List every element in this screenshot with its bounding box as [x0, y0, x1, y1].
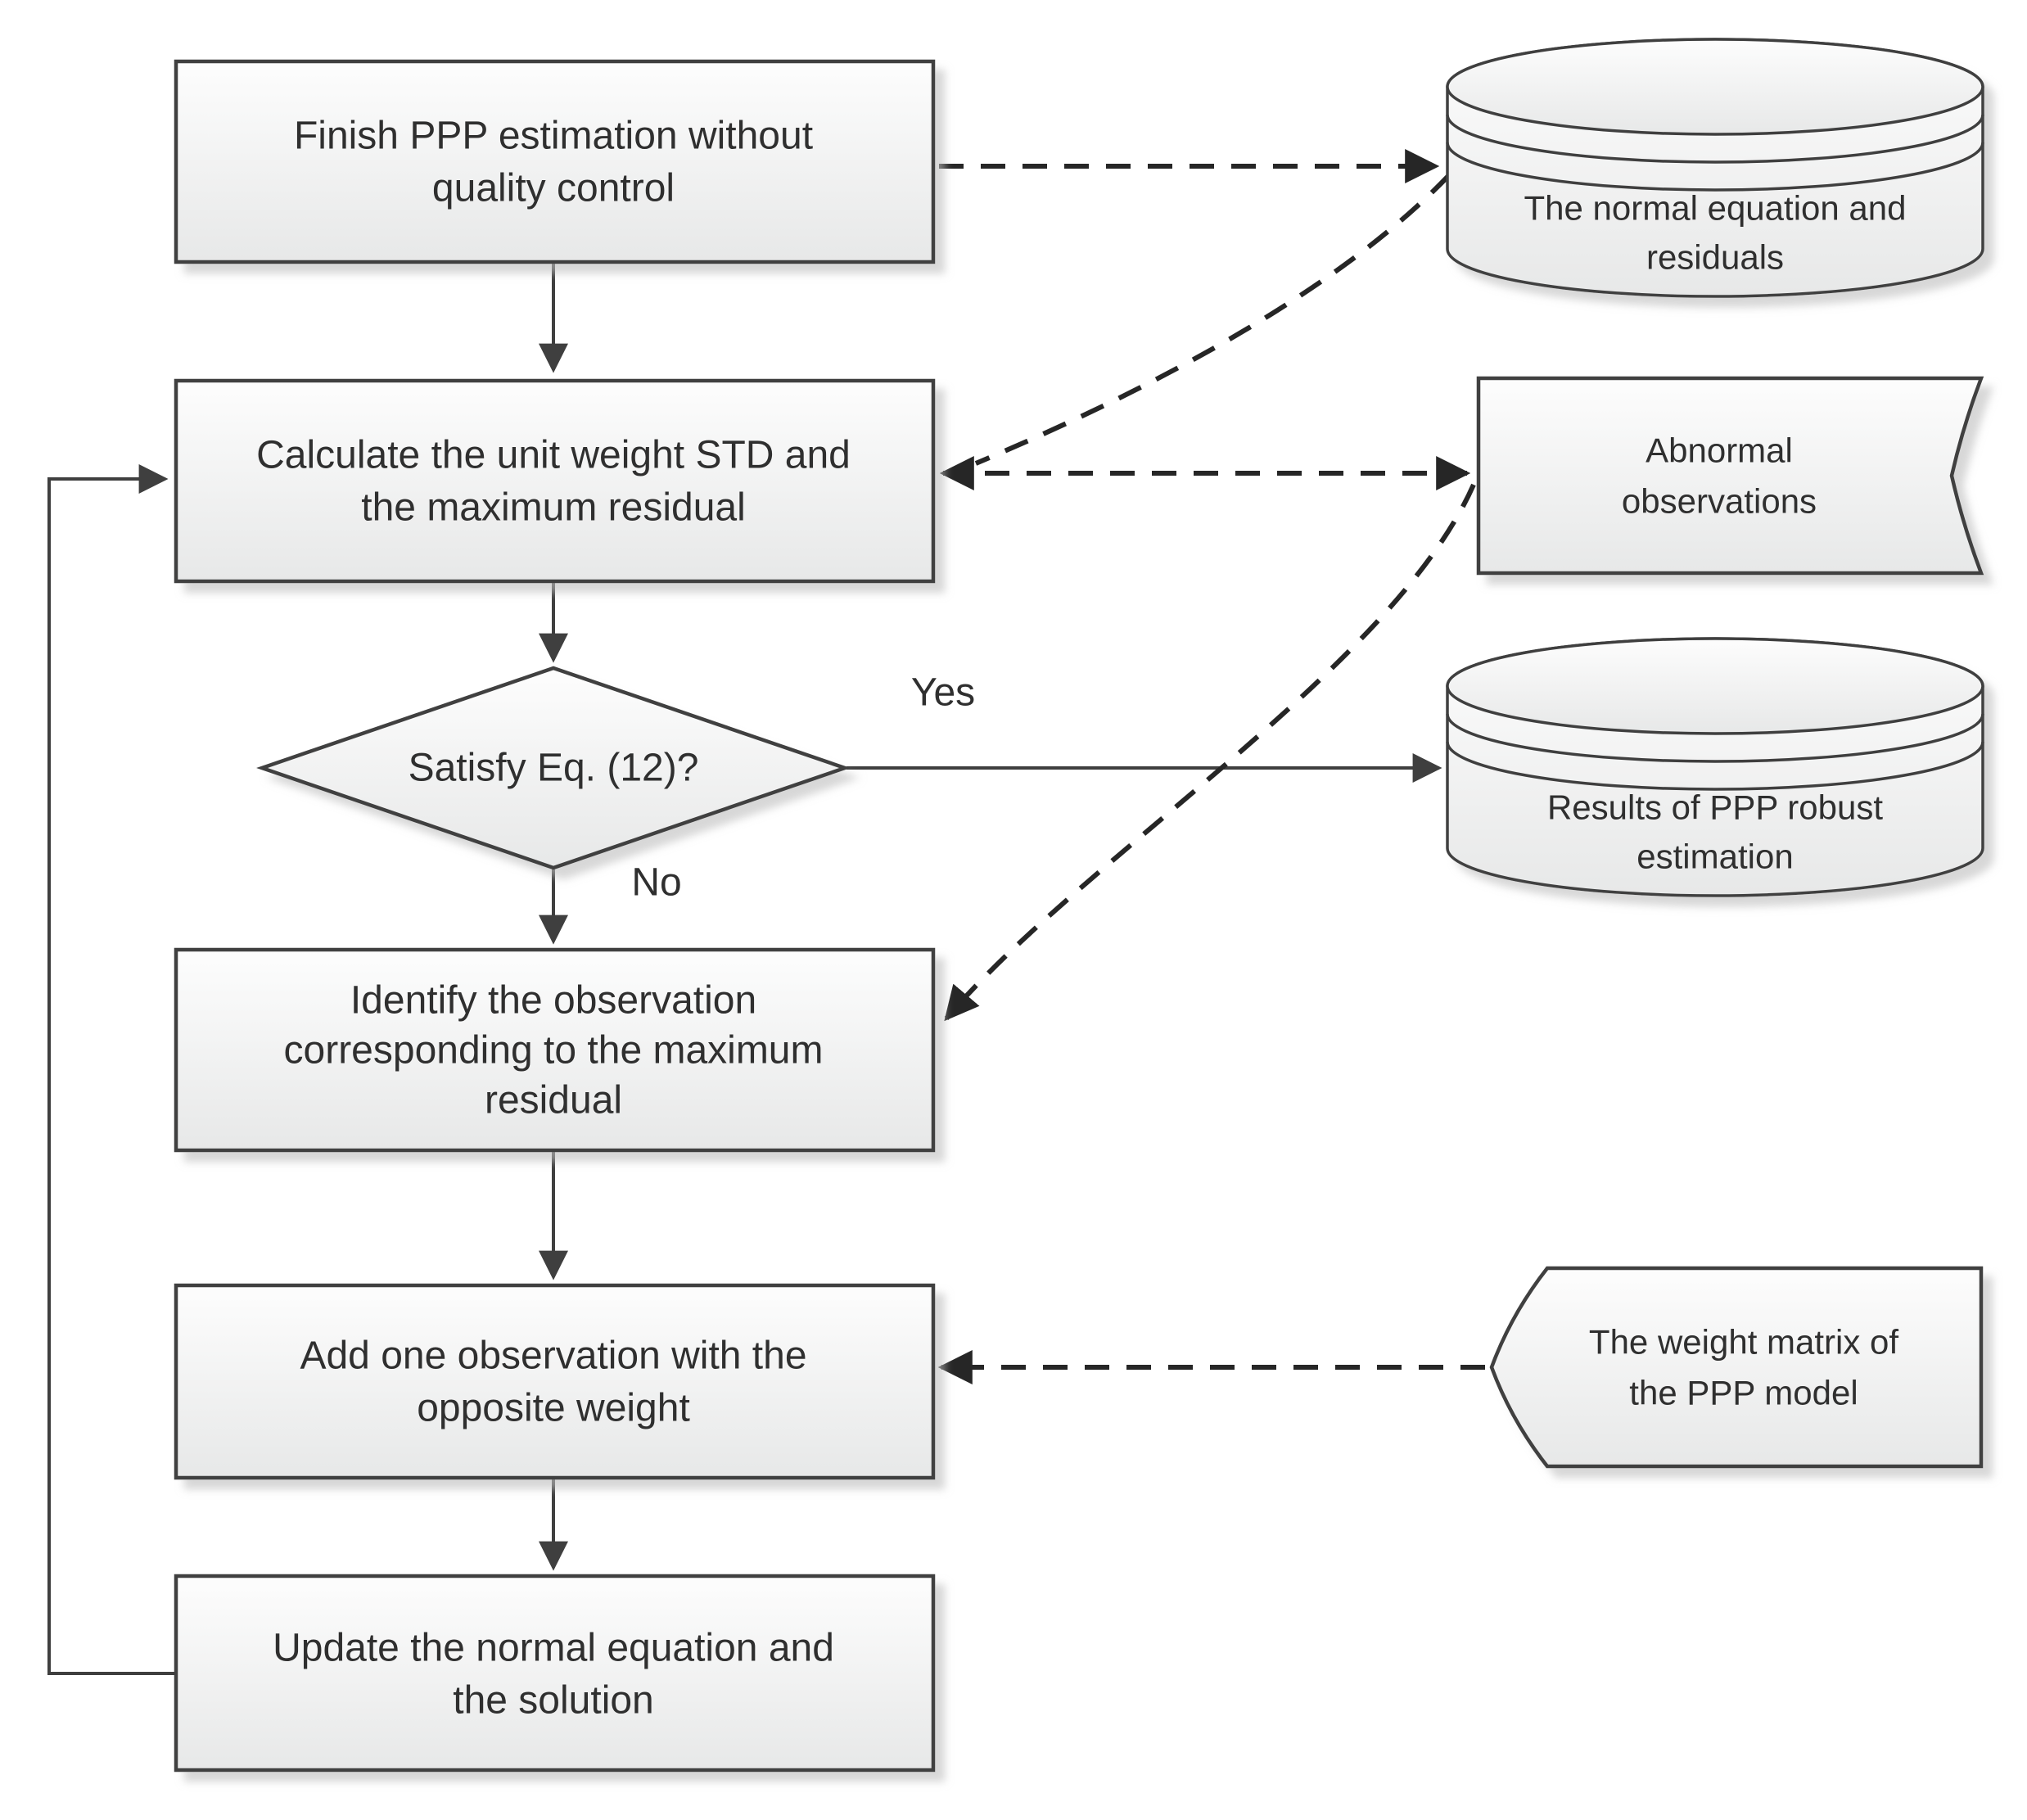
- weight-matrix-label-line1: The weight matrix of: [1589, 1323, 1898, 1362]
- database-results: Results of PPP robust estimation: [1446, 637, 1984, 897]
- database-normal-equation: The normal equation and residuals: [1446, 38, 1984, 298]
- finish-box-label-line1: Finish PPP estimation without: [294, 115, 813, 158]
- weight-matrix-label-line2: the PPP model: [1629, 1374, 1858, 1412]
- results-db-label-line2: estimation: [1636, 838, 1793, 876]
- results-db-top: [1446, 637, 1984, 735]
- process-box-calculate: Calculate the unit weight STD and the ma…: [174, 378, 936, 584]
- abnormal-observations-shape: [1476, 376, 1984, 576]
- stored-data-abnormal-observations: Abnormal observations: [1476, 376, 1984, 576]
- add-box-label-line1: Add one observation with the: [300, 1335, 806, 1378]
- decision-label: Satisfy Eq. (12)?: [409, 747, 699, 790]
- connectors: [47, 149, 1485, 1675]
- update-box-label-line1: Update the normal equation and: [273, 1627, 834, 1670]
- calculate-box-label-line2: the maximum residual: [361, 486, 746, 530]
- decision-diamond-shape: [256, 666, 851, 870]
- results-db-disc-line-1: [1446, 713, 1984, 763]
- process-box-update: Update the normal equation and the solut…: [174, 1574, 936, 1773]
- identify-box-label-line2: corresponding to the maximum: [284, 1029, 824, 1073]
- weight-matrix-shape: [1489, 1266, 1984, 1469]
- update-box-label-line2: the solution: [453, 1679, 654, 1723]
- calculate-box-shape: [174, 378, 936, 584]
- abnormal-observations-label-line1: Abnormal: [1646, 431, 1793, 470]
- process-box-add: Add one observation with the opposite we…: [174, 1283, 936, 1480]
- identify-box-shape: [174, 947, 936, 1153]
- normal-equation-db-label-line1: The normal equation and: [1524, 189, 1907, 228]
- process-box-finish: Finish PPP estimation without quality co…: [174, 59, 936, 264]
- abnormal-observations-label-line2: observations: [1622, 482, 1817, 521]
- label-no: No: [631, 861, 681, 905]
- normal-equation-db-top: [1446, 38, 1984, 136]
- dashed-edge-normal-equation-db-to-calculate: [974, 173, 1451, 466]
- results-db-label-line1: Results of PPP robust: [1547, 788, 1883, 827]
- identify-box-label-line3: residual: [485, 1079, 622, 1122]
- normal-equation-db-disc-line-1: [1446, 114, 1984, 164]
- add-box-label-line2: opposite weight: [417, 1387, 690, 1430]
- edge-update-loop-to-calculate: [47, 464, 176, 1675]
- identify-box-label-line1: Identify the observation: [350, 979, 756, 1023]
- dashed-edge-abnormal-observations-to-identify: [944, 483, 1476, 1022]
- finish-box-shape: [174, 59, 936, 264]
- calculate-box-label-line1: Calculate the unit weight STD and: [256, 434, 851, 477]
- add-box-shape: [174, 1283, 936, 1480]
- results-db-disc-line-2: [1446, 741, 1984, 791]
- normal-equation-db-disc-line-2: [1446, 142, 1984, 192]
- process-box-identify: Identify the observation corresponding t…: [174, 947, 936, 1153]
- normal-equation-db-label-line2: residuals: [1646, 238, 1784, 277]
- data-shape-weight-matrix: The weight matrix of the PPP model: [1489, 1266, 1984, 1469]
- label-yes: Yes: [911, 671, 975, 715]
- decision-diamond: Satisfy Eq. (12)?: [256, 666, 851, 870]
- update-box-shape: [174, 1574, 936, 1773]
- finish-box-label-line2: quality control: [432, 167, 675, 210]
